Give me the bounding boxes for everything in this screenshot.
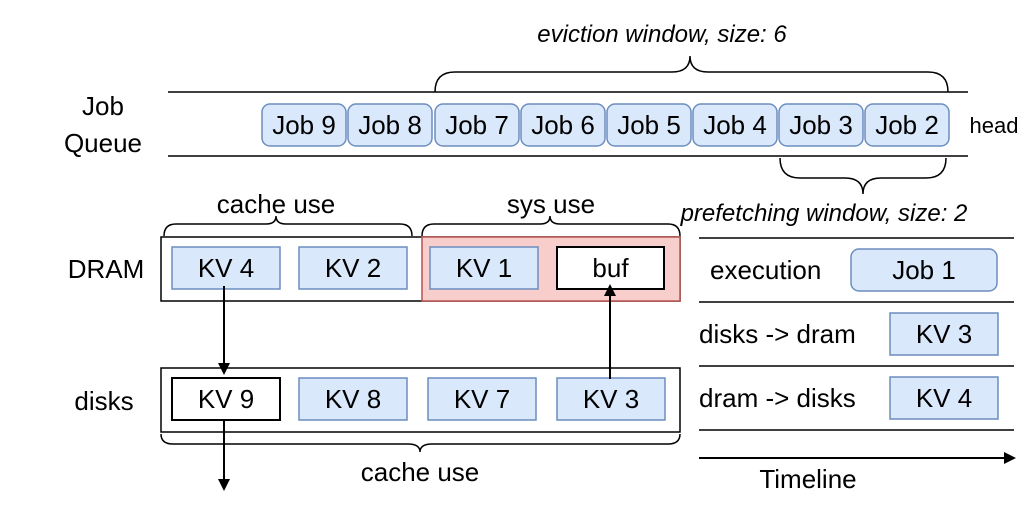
job-7-label: Job 3 — [789, 110, 853, 140]
job-5-box — [606, 103, 692, 147]
disk-1-box — [171, 377, 281, 421]
timeline-row-3-value-label: KV 4 — [916, 383, 972, 413]
job-queue-label-line2: Queue — [64, 128, 142, 158]
timeline-axis-label: Timeline — [759, 464, 856, 494]
job-7-box — [778, 103, 864, 147]
cache-use-top-brace — [163, 215, 413, 237]
job-4-label: Job 6 — [531, 110, 595, 140]
sys-use-brace — [421, 215, 681, 237]
cache-use-bottom-label: cache use — [361, 457, 480, 487]
prefetch-window-label: prefetching window, size: 2 — [680, 200, 968, 227]
timeline-row-1-label: execution — [710, 255, 821, 285]
job-5-label: Job 5 — [617, 110, 681, 140]
timeline-row-2-label: disks -> dram — [699, 319, 856, 349]
job-queue: Job 9 Job 8 Job 7 Job 6 Job 5 Job 4 Job 3 Job 2 — [261, 103, 950, 147]
disk-4-box — [556, 377, 666, 421]
job-1-label: Job 9 — [272, 110, 336, 140]
job-3-box — [434, 103, 520, 147]
disks-items: KV 9 KV 8 KV 7 KV 3 — [171, 377, 666, 421]
job-2-label: Job 8 — [358, 110, 422, 140]
timeline-rows: execution Job 1 disks -> dram KV 3 dram -> d… — [699, 248, 999, 420]
prefetch-window-brace — [779, 157, 947, 195]
timeline-row-2-value-label: KV 3 — [916, 319, 972, 349]
dram-cache-2-box — [298, 246, 408, 290]
job-6-label: Job 4 — [703, 110, 767, 140]
disk-3-box — [427, 377, 537, 421]
dram-label: DRAM — [68, 254, 145, 284]
dram-cache-1-box — [171, 246, 281, 290]
queue-head-label: head — [970, 113, 1019, 138]
job-6-box — [692, 103, 778, 147]
dram-sys-1-box — [429, 246, 539, 290]
dram-sys-2-label: buf — [592, 253, 629, 283]
job-2-box — [347, 103, 433, 147]
timeline-row-3-label: dram -> disks — [699, 383, 856, 413]
timeline-row-3-value-box — [889, 376, 999, 420]
job-1-box — [261, 103, 347, 147]
disk-2-label: KV 8 — [325, 384, 381, 414]
cache-use-bottom-brace — [160, 433, 681, 453]
eviction-window-label: eviction window, size: 6 — [537, 21, 787, 48]
timeline-row-1-value-box — [850, 248, 998, 292]
disk-2-box — [298, 377, 408, 421]
dram-cache-1-label: KV 4 — [198, 253, 254, 283]
disks-label: disks — [74, 386, 133, 416]
timeline-row-1-value-label: Job 1 — [892, 255, 956, 285]
dram-sys-1-label: KV 1 — [456, 253, 512, 283]
eviction-window-brace — [434, 55, 949, 93]
dram-items: KV 4 KV 2 KV 1 buf — [171, 246, 665, 290]
dram-cache-2-label: KV 2 — [325, 253, 381, 283]
dram-sys-2-box — [556, 246, 665, 290]
disk-4-label: KV 3 — [583, 384, 639, 414]
job-queue-label-line1: Job — [82, 91, 124, 121]
cache-use-top-label: cache use — [217, 189, 336, 219]
job-3-label: Job 7 — [445, 110, 509, 140]
job-4-box — [520, 103, 606, 147]
disk-3-label: KV 7 — [454, 384, 510, 414]
timeline-row-2-value-box — [889, 312, 999, 356]
job-8-label: Job 2 — [875, 110, 939, 140]
job-8-box — [864, 103, 950, 147]
sys-use-label: sys use — [507, 189, 595, 219]
disk-1-label: KV 9 — [198, 384, 254, 414]
